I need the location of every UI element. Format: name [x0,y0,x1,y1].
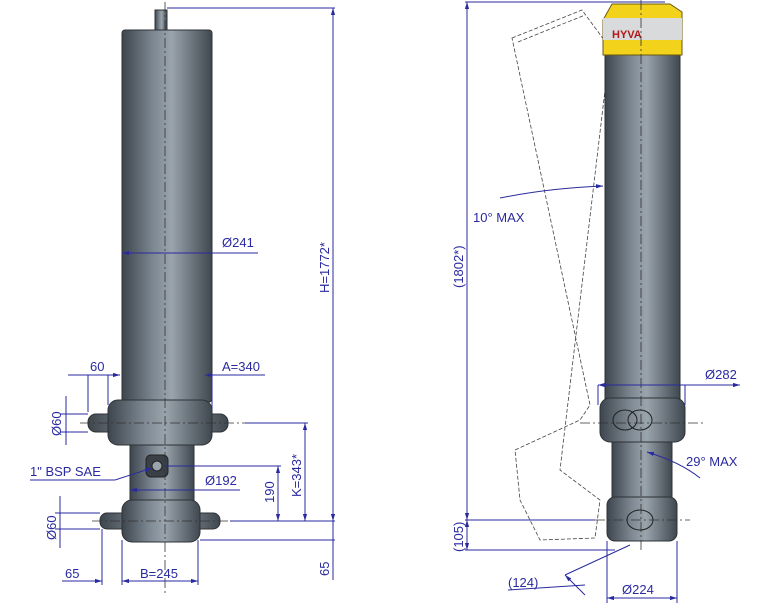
hyva-logo: HYVA [612,29,642,41]
k-dimension-label: K=343* [289,454,304,497]
port-height-label: 190 [262,481,277,503]
a-dimension-label: A=340 [222,359,260,374]
collar-diameter-label: Ø282 [705,367,737,382]
swing-label: 29° MAX [686,454,738,469]
base-diameter-label: Ø224 [622,582,654,597]
right-cylinder: HYVA [511,0,705,550]
port-label: 1" BSP SAE [30,464,101,479]
lower-trunnion-diameter-label: Ø60 [44,515,59,540]
tube-diameter-label: Ø241 [222,235,254,250]
swing-clearance-label: (124) [508,575,538,590]
right-dimensions: 10° MAX Ø282 29° MAX (1802*) (105) (124)… [451,1,740,603]
upper-trunnion-diameter-label: Ø60 [49,411,64,436]
b-dimension-label: B=245 [140,566,178,581]
right-height-label: (1802*) [451,245,466,288]
lower-body-diameter-label: Ø192 [205,473,237,488]
tilted-outline [511,9,611,541]
side-offset-label: 65 [65,566,79,581]
trunnion-offset-label: 60 [90,359,104,374]
left-cylinder [80,2,245,595]
bottom-offset-label: 65 [317,562,332,576]
left-dimensions: Ø241 A=340 60 Ø60 1" BSP SAE Ø192 190 K=… [30,7,336,585]
base-offset-label: (105) [451,522,466,552]
tilt-label: 10° MAX [473,210,525,225]
height-label: H=1772* [317,242,332,293]
